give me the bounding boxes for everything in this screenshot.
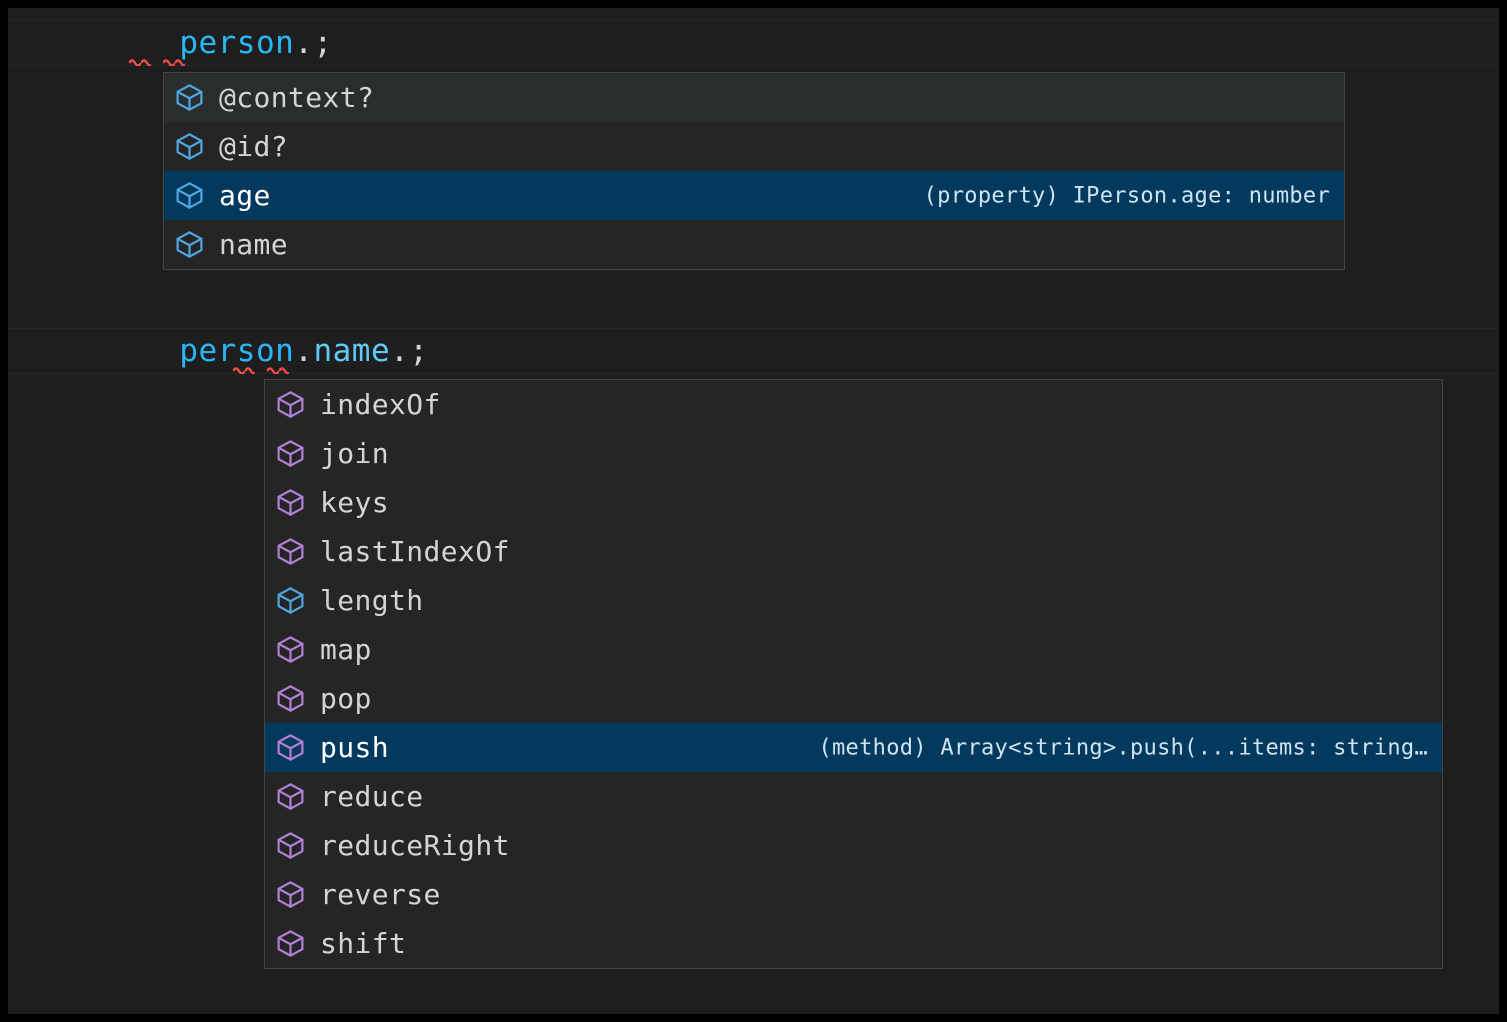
property-cube-icon xyxy=(174,131,219,162)
suggest-item-map[interactable]: map xyxy=(265,625,1442,674)
error-squiggle-line-2-dot xyxy=(233,365,255,374)
suggest-item-push[interactable]: push (method) Array<string>.push(...items… xyxy=(265,723,1442,772)
suggest-item-pop[interactable]: pop xyxy=(265,674,1442,723)
suggest-item-context[interactable]: @context? xyxy=(164,73,1344,122)
suggest-item-label: reverse xyxy=(320,877,441,911)
suggest-item-join[interactable]: join xyxy=(265,429,1442,478)
error-squiggle-line-1-dot xyxy=(129,57,151,66)
suggest-item-label: reduce xyxy=(320,779,424,813)
suggest-item-label: push xyxy=(320,730,390,764)
suggest-item-label: @context? xyxy=(219,80,375,114)
suggest-item-label: map xyxy=(320,632,372,666)
code-line-1[interactable]: person.; xyxy=(8,20,1499,66)
suggest-item-detail: (property) IPerson.age: number xyxy=(923,183,1330,208)
code-line-1-text: person.; xyxy=(8,8,333,90)
token-dot-b: . xyxy=(390,332,410,369)
suggest-item-label: pop xyxy=(320,681,372,715)
property-cube-icon xyxy=(275,585,320,616)
suggest-item-reverse[interactable]: reverse xyxy=(265,870,1442,919)
method-cube-icon xyxy=(275,487,320,518)
error-squiggle-line-2-semicolon xyxy=(267,365,289,374)
suggest-item-label: reduceRight xyxy=(320,828,510,862)
suggest-item-shift[interactable]: shift xyxy=(265,919,1442,968)
suggest-item-name[interactable]: name xyxy=(164,220,1344,269)
suggest-item-detail: (method) Array<string>.push(...items: st… xyxy=(818,735,1428,760)
property-cube-icon xyxy=(174,82,219,113)
suggest-item-label: name xyxy=(219,227,289,261)
suggest-item-length[interactable]: length xyxy=(265,576,1442,625)
method-cube-icon xyxy=(275,732,320,763)
method-cube-icon xyxy=(275,634,320,665)
suggest-item-label: indexOf xyxy=(320,387,441,421)
method-cube-icon xyxy=(275,683,320,714)
token-variable-person-2: person xyxy=(179,332,295,369)
suggest-item-label: keys xyxy=(320,485,390,519)
suggest-item-age[interactable]: age (property) IPerson.age: number xyxy=(164,171,1344,220)
method-cube-icon xyxy=(275,928,320,959)
suggest-item-id[interactable]: @id? xyxy=(164,122,1344,171)
method-cube-icon xyxy=(275,879,320,910)
suggest-item-label: join xyxy=(320,436,390,470)
method-cube-icon xyxy=(275,389,320,420)
suggest-item-label: shift xyxy=(320,926,407,960)
method-cube-icon xyxy=(275,781,320,812)
token-semicolon-2: ; xyxy=(409,332,429,369)
method-cube-icon xyxy=(275,438,320,469)
suggest-item-label: length xyxy=(320,583,424,617)
code-editor-surface[interactable]: person.; person.name.; @context?@id?age(… xyxy=(8,8,1499,1014)
suggest-widget-person-name[interactable]: indexOf join keys lastIndexOf length map pop pu… xyxy=(264,379,1443,969)
error-squiggle-line-1-semicolon xyxy=(163,57,185,66)
token-property-name: name xyxy=(313,332,391,369)
property-cube-icon xyxy=(174,180,219,211)
suggest-item-label: @id? xyxy=(219,129,289,163)
property-cube-icon xyxy=(174,229,219,260)
suggest-item-indexof[interactable]: indexOf xyxy=(265,380,1442,429)
suggest-item-lastindexof[interactable]: lastIndexOf xyxy=(265,527,1442,576)
method-cube-icon xyxy=(275,536,320,567)
suggest-item-reduce[interactable]: reduce xyxy=(265,772,1442,821)
suggest-item-label: age xyxy=(219,178,271,212)
token-variable-person: person xyxy=(179,24,295,61)
suggest-item-keys[interactable]: keys xyxy=(265,478,1442,527)
suggest-widget-person[interactable]: @context? @id? age (property) IPerson.age: … xyxy=(163,72,1345,270)
token-dot: . xyxy=(294,24,314,61)
token-semicolon: ; xyxy=(313,24,333,61)
code-line-2[interactable]: person.name.; xyxy=(8,328,1499,374)
method-cube-icon xyxy=(275,830,320,861)
suggest-item-label: lastIndexOf xyxy=(320,534,510,568)
token-dot-a: . xyxy=(294,332,314,369)
code-line-2-text: person.name.; xyxy=(8,305,428,398)
suggest-item-reduceright[interactable]: reduceRight xyxy=(265,821,1442,870)
